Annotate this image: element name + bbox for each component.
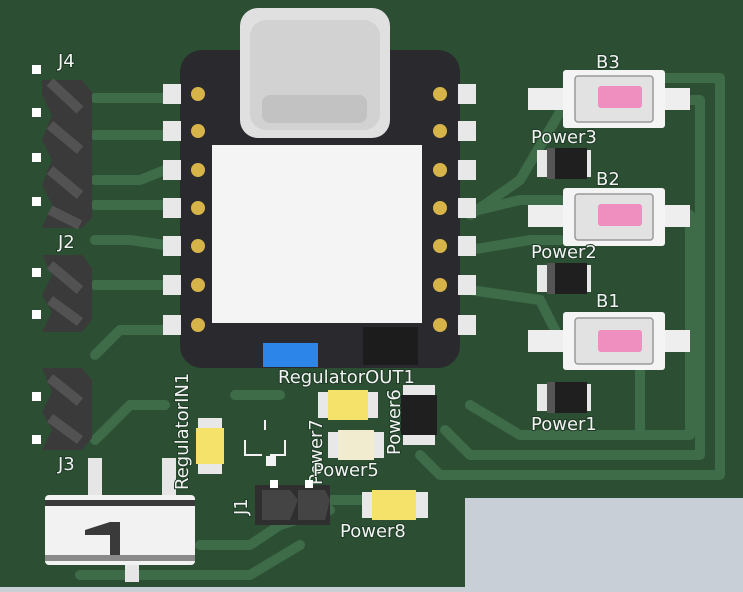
slide-switch [45,458,195,582]
button-b3 [528,70,690,128]
diode-power2 [537,263,591,294]
label-b2: B2 [596,169,620,190]
button-b2 [528,188,690,246]
label-power8: Power8 [340,521,406,542]
led-power5 [328,430,384,460]
diode-power3 [537,148,591,179]
label-power7: Power7 [306,419,327,485]
label-b3: B3 [596,52,620,73]
label-regulator-in: RegulatorIN1 [172,373,193,490]
label-j1: J1 [231,498,252,516]
label-b1: B1 [596,291,620,312]
led-power7 [318,390,378,420]
label-j4: J4 [57,51,75,72]
xiao-module [180,8,460,368]
label-j2: J2 [57,232,75,253]
header-j3 [32,368,92,450]
module-pads-right [429,83,476,336]
component-power6 [401,385,437,445]
module-pads-left [163,83,209,336]
led-power8 [362,490,428,520]
led-regulator-in [196,418,224,474]
label-power5: Power5 [313,460,379,481]
header-j1 [255,480,330,525]
label-power2: Power2 [531,242,597,263]
label-power1: Power1 [531,414,597,435]
blue-led [263,343,318,367]
button-b1 [528,312,690,370]
label-j3: J3 [57,454,75,475]
header-j4 [32,65,92,230]
label-power6: Power6 [384,389,405,455]
label-power3: Power3 [531,127,597,148]
header-j2 [32,255,92,332]
regulator-footprint [244,420,286,466]
label-regulator-out: RegulatorOUT1 [278,367,415,388]
diode-power1 [537,382,591,413]
